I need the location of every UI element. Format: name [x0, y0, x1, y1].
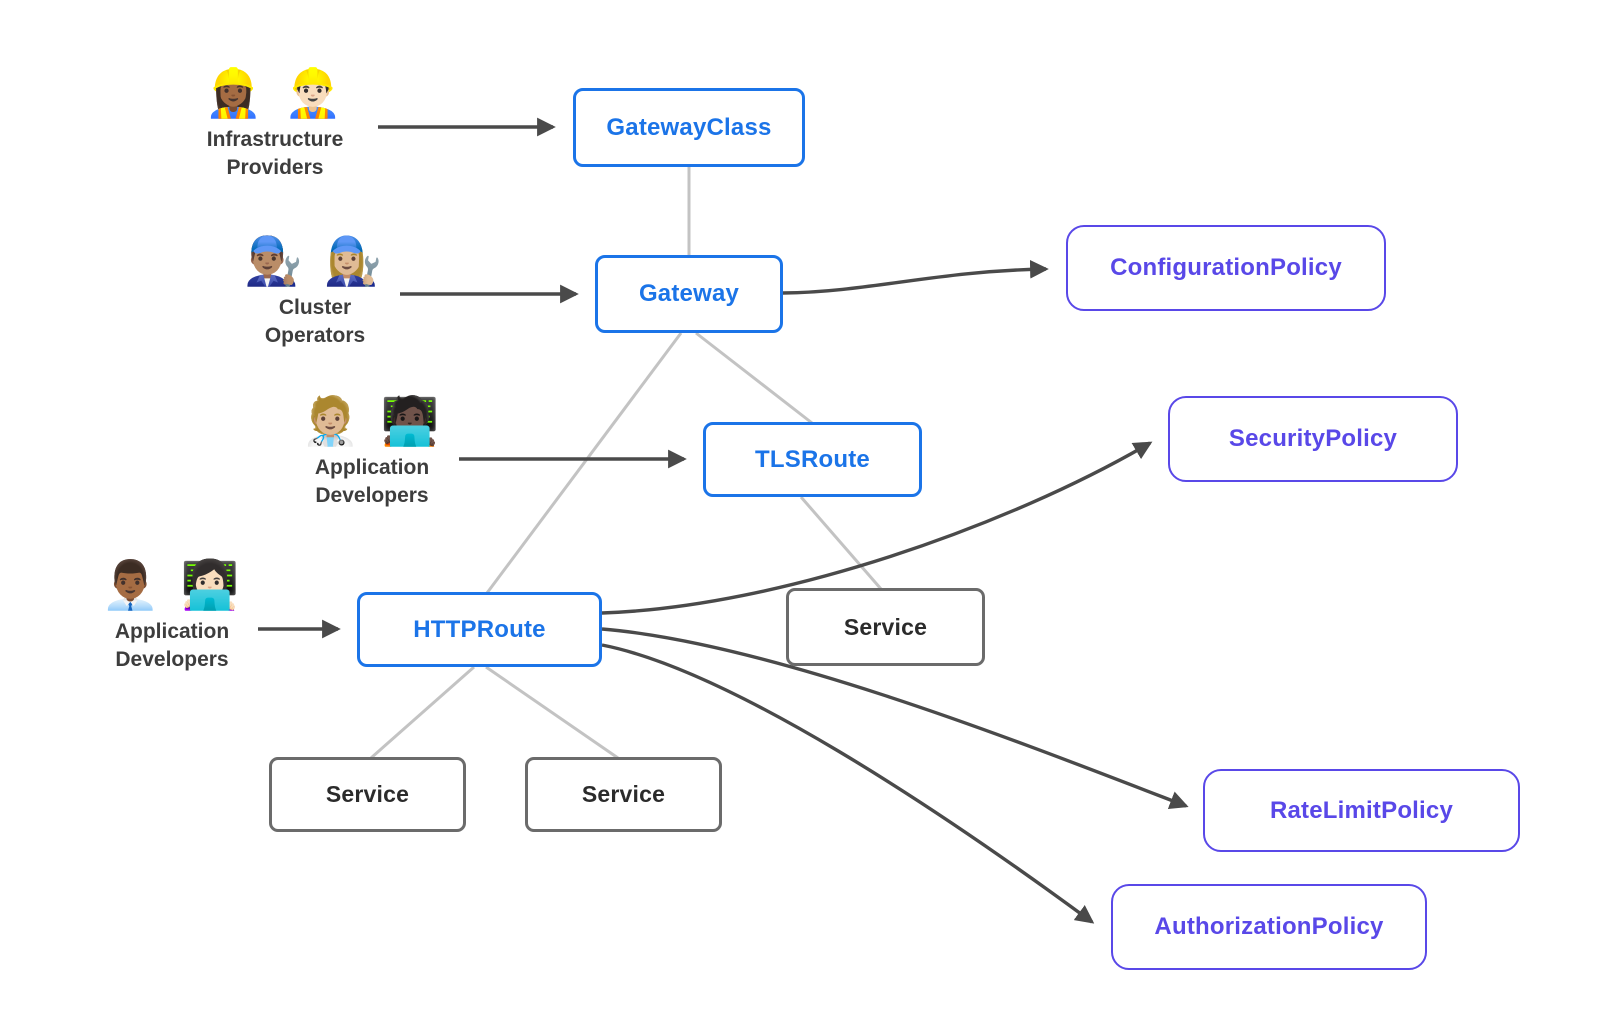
node-gateway: Gateway [595, 255, 783, 333]
node-gatewayclass: GatewayClass [573, 88, 805, 167]
persona-label: Cluster Operators [264, 296, 366, 347]
node-service-left: Service [269, 757, 466, 832]
node-configurationpolicy: ConfigurationPolicy [1066, 225, 1386, 311]
node-httproute: HTTPRoute [357, 592, 602, 667]
node-service-right: Service [525, 757, 722, 832]
node-securitypolicy: SecurityPolicy [1168, 396, 1458, 482]
mechanics-emoji: 👨🏽‍🔧 👩🏼‍🔧 [243, 234, 387, 287]
developers-emoji: 👨🏾‍💼 👩🏻‍💻 [100, 558, 244, 611]
arrow-httproute-ratelimitpolicy [601, 627, 1189, 810]
persona-application-developers-tls: 🧑🏼‍⚕️ 🧑🏿‍💻 Application Developers [252, 394, 492, 510]
edge-tlsroute-service [799, 496, 883, 590]
construction-workers-emoji: 👷🏾‍♀️ 👷🏻‍♂️ [203, 66, 347, 119]
arrow-gateway-configurationpolicy [782, 259, 1049, 295]
edge-httproute-service-left [370, 665, 475, 760]
node-service-middle: Service [786, 588, 985, 666]
persona-label: Application Developers [114, 620, 230, 671]
edge-gateway-tlsroute [695, 331, 813, 425]
node-authorizationpolicy: AuthorizationPolicy [1111, 884, 1427, 970]
persona-application-developers-http: 👨🏾‍💼 👩🏻‍💻 Application Developers [52, 558, 292, 674]
node-ratelimitpolicy: RateLimitPolicy [1203, 769, 1520, 852]
persona-label: Infrastructure Providers [206, 128, 344, 179]
node-tlsroute: TLSRoute [703, 422, 922, 497]
edge-gateway-httproute [485, 332, 683, 594]
persona-infrastructure-providers: 👷🏾‍♀️ 👷🏻‍♂️ Infrastructure Providers [155, 66, 395, 182]
edge-httproute-service-right [485, 665, 619, 760]
persona-cluster-operators: 👨🏽‍🔧 👩🏼‍🔧 Cluster Operators [195, 234, 435, 350]
developers-emoji: 🧑🏼‍⚕️ 🧑🏿‍💻 [300, 394, 444, 447]
arrow-httproute-authorizationpolicy [601, 643, 1095, 924]
persona-label: Application Developers [314, 456, 430, 507]
arrow-httproute-securitypolicy [601, 441, 1153, 615]
